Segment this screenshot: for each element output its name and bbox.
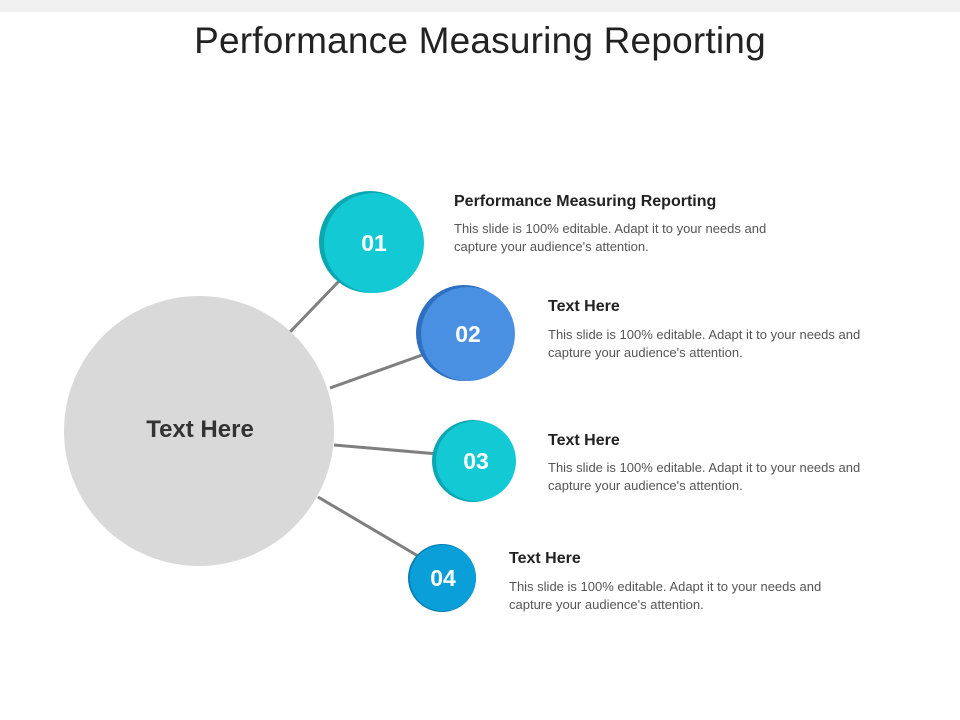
- node-number-03: 03: [463, 448, 489, 474]
- node-04: [408, 544, 476, 612]
- item-description-02: This slide is 100% editable. Adapt it to…: [548, 327, 861, 360]
- node-number-02: 02: [455, 321, 481, 347]
- item-description-03: This slide is 100% editable. Adapt it to…: [548, 460, 861, 493]
- hub-circle: [64, 296, 334, 566]
- connector-04: [317, 495, 419, 558]
- node-number-04: 04: [430, 565, 456, 591]
- item-description-01: This slide is 100% editable. Adapt it to…: [454, 221, 767, 254]
- hub-label: Text Here: [146, 416, 254, 443]
- item-title-03: Text Here: [548, 432, 620, 449]
- connector-02: [329, 352, 426, 390]
- node-number-01: 01: [361, 230, 387, 256]
- connector-01: [288, 276, 344, 334]
- item-title-02: Text Here: [548, 298, 620, 315]
- node-03: [432, 420, 516, 502]
- item-title-01: Performance Measuring Reporting: [454, 193, 717, 210]
- top-strip: [0, 0, 960, 12]
- connector-03: [333, 443, 439, 456]
- slide-title: Performance Measuring Reporting: [194, 20, 766, 61]
- item-title-04: Text Here: [509, 550, 581, 567]
- node-01: [319, 191, 424, 293]
- item-description-04: This slide is 100% editable. Adapt it to…: [509, 579, 822, 612]
- node-02: [416, 285, 515, 381]
